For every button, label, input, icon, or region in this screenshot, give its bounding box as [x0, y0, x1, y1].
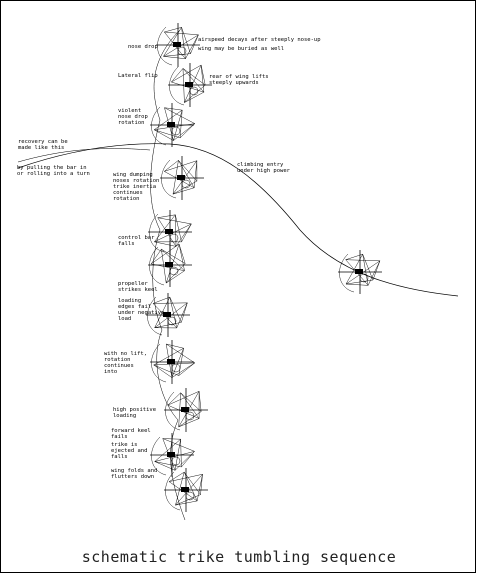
trike-figure	[150, 340, 195, 384]
note-rear-of-wing: rear of wing lifts steeply upwards	[209, 74, 269, 86]
note-no-lift-rotation: with no lift, rotation continues into	[104, 351, 148, 375]
note-control-bar-falls: control bar falls	[118, 235, 155, 247]
note-airspeed-decays: airspeed decays after steeply nose-up	[198, 37, 321, 43]
diagram-caption: schematic trike tumbling sequence	[81, 548, 397, 566]
note-propeller-strikes: propeller strikes keel	[118, 281, 158, 293]
note-wing-dumping: wing dumping noses rotation trike inerti…	[113, 172, 160, 202]
recovery-curve	[17, 148, 151, 163]
note-lateral-flip: Lateral flip	[118, 73, 158, 79]
flight-path-curve	[17, 143, 459, 297]
note-pulling-bar: by pulling the bar in or rolling into a …	[17, 165, 90, 177]
trike-figure	[168, 63, 212, 107]
note-violent-nose-drop: violent nose drop rotation	[118, 108, 148, 126]
note-trike-ejected: trike is ejected and falls	[111, 442, 148, 460]
note-recovery: recovery can be made like this	[18, 139, 68, 151]
trike-figure	[148, 210, 192, 254]
trike-figures	[146, 23, 382, 512]
trike-figure	[160, 156, 204, 200]
trike-figure	[150, 103, 195, 147]
sequence-path	[150, 29, 186, 521]
trike-figure	[150, 433, 195, 477]
note-forward-keel-fails: forward keel fails	[111, 428, 151, 440]
trike-figure	[148, 243, 192, 287]
note-climbing-entry: climbing entry under high power	[237, 162, 290, 174]
trike-figure	[164, 388, 208, 432]
note-wing-folds: wing folds and flutters down	[111, 468, 158, 480]
note-loading-edges-fail: loading edges fail under negative load	[118, 298, 165, 322]
note-wing-buried: wing may be buried as well	[198, 46, 285, 52]
trike-figure	[338, 250, 382, 294]
trike-figure	[146, 293, 190, 337]
note-nose-drop: nose drop	[128, 44, 158, 50]
note-high-positive-loading: high positive loading	[113, 407, 157, 419]
trike-figure	[164, 468, 208, 512]
trike-figure	[156, 23, 200, 67]
